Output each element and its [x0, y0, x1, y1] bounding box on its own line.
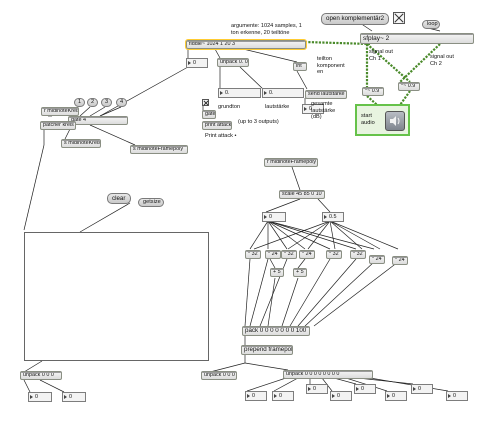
message-1[interactable]: 1	[74, 98, 85, 107]
unpack-left-object[interactable]: unpack 0 0 0	[20, 371, 62, 380]
print-attack-object[interactable]: print attack	[202, 121, 232, 130]
unpack-top-object[interactable]: unpack 0. 0.	[217, 58, 249, 67]
unpack-mid-object[interactable]: unpack 0 0 0	[201, 371, 237, 380]
mul-object-1[interactable]: * 32	[245, 250, 261, 259]
args-comment: argumente: 1024 samples, 1 ton erkenne, …	[231, 23, 302, 36]
unpack-big-object[interactable]: unpack 0 0 0 0 0 0 0 0	[283, 370, 373, 379]
bottom-number-4[interactable]: 0	[330, 391, 352, 401]
teilton-comment: teilton komponent en	[317, 56, 345, 75]
mul-object-4[interactable]: * 24	[299, 250, 315, 259]
ezdac-button[interactable]	[385, 111, 405, 131]
speaker-icon	[390, 116, 400, 126]
patcher-kreis-object[interactable]: patcher kreis	[40, 121, 76, 130]
lautstaerke-number[interactable]: 0.	[262, 88, 304, 98]
gate4-object[interactable]: gate 4	[68, 116, 128, 125]
unpack-left-number-1[interactable]: 0	[28, 392, 52, 402]
gain-ch2-object[interactable]: *~ 0.9	[398, 82, 420, 91]
scale-left-number[interactable]: 0	[262, 212, 286, 222]
print-attack-comment: Print attack •	[205, 133, 237, 139]
signal-out-ch2-comment: signal out Ch 2	[430, 54, 454, 67]
bottom-number-7[interactable]: 0	[411, 384, 433, 394]
send-lautstaerke-object[interactable]: send lautstärke	[305, 90, 347, 99]
mul-object-6[interactable]: * 32	[350, 250, 366, 259]
clear-message[interactable]: clear	[107, 193, 131, 204]
plus-object-1[interactable]: + 5	[270, 268, 284, 277]
pack-object[interactable]: pack 0 0 0 0 0 0 0 100	[242, 326, 310, 336]
message-2[interactable]: 2	[87, 98, 98, 107]
s-midinote-kreis-object[interactable]: s midinoteKreis	[61, 139, 101, 148]
r-midinote-framepoly-object[interactable]: r midinoteFramepoly	[264, 158, 318, 167]
bottom-number-3[interactable]: 0	[306, 384, 328, 394]
loop-message[interactable]: loop	[422, 20, 440, 29]
unpack-left-number-2[interactable]: 0	[62, 392, 86, 402]
scale-object[interactable]: scale 45 85 0 10	[279, 190, 325, 199]
gesamte-comment: gesamte lautstärke (dB)	[311, 101, 336, 120]
r-midinote-kreis-object[interactable]: r midinoteKreis	[41, 107, 79, 116]
bottom-number-2[interactable]: 0	[272, 391, 294, 401]
gate-toggle[interactable]	[202, 99, 209, 106]
up-to-comment: (up to 3 outputs)	[238, 119, 279, 125]
signal-out-ch1-comment: signal out Ch 1	[369, 49, 393, 62]
fiddle-number[interactable]: 0	[186, 58, 208, 68]
start-audio-comment: start audio	[361, 113, 375, 126]
message-3[interactable]: 3	[101, 98, 112, 107]
lautstaerke-comment: lautstärke	[265, 104, 290, 110]
open-file-message[interactable]: open komplementär2	[321, 13, 389, 25]
int-object[interactable]: int	[293, 62, 307, 71]
fiddle-object[interactable]: fiddle~ 1024 1 20 3	[185, 39, 307, 50]
mul-object-3[interactable]: * 32	[281, 250, 297, 259]
teilton-number[interactable]: 0	[302, 104, 324, 114]
mul-object-7[interactable]: * 24	[369, 255, 385, 264]
sfplay-object[interactable]: sfplay~ 2	[360, 33, 474, 44]
mul-object-8[interactable]: * 24	[392, 256, 408, 265]
lcd-drawing-area[interactable]	[24, 232, 209, 361]
gain-ch1-object[interactable]: *~ 0.9	[362, 87, 384, 96]
bottom-number-8[interactable]: 0	[446, 391, 468, 401]
bottom-number-5[interactable]: 0	[354, 384, 376, 394]
scale-right-number[interactable]: 0.5	[322, 212, 344, 222]
bottom-number-1[interactable]: 0	[245, 391, 267, 401]
gate-object[interactable]: gate	[202, 110, 216, 119]
plus-object-2[interactable]: + 5	[293, 268, 307, 277]
loop-toggle[interactable]	[393, 12, 405, 24]
prepend-object[interactable]: prepend framepoly	[241, 345, 293, 355]
grundton-comment: grundton	[218, 104, 241, 110]
mul-object-5[interactable]: * 32	[326, 250, 342, 259]
grundton-number[interactable]: 0.	[218, 88, 261, 98]
s-midinote-framepoly-object[interactable]: s midinoteFramepoly	[130, 145, 188, 154]
message-4[interactable]: 4	[116, 98, 127, 107]
mul-object-2[interactable]: * 24	[265, 250, 281, 259]
getsize-message[interactable]: getsize	[138, 198, 164, 207]
bottom-number-6[interactable]: 0	[385, 391, 407, 401]
